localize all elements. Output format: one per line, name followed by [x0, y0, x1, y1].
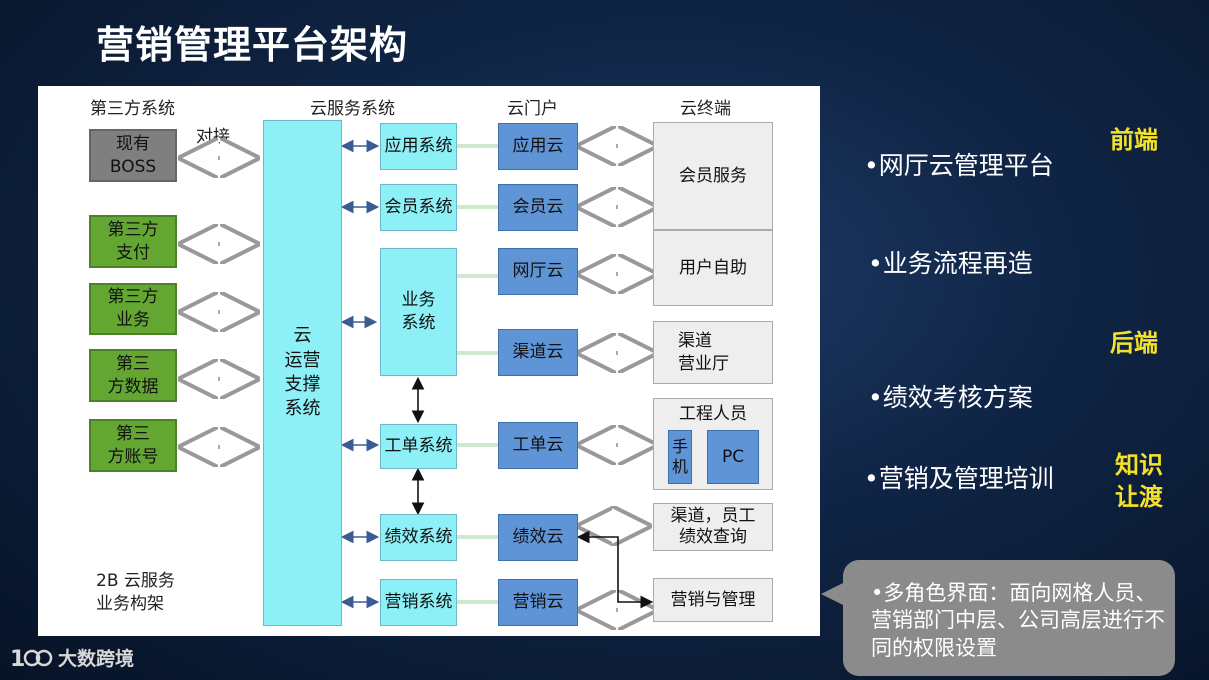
box-marketing-system: 营销系统: [380, 579, 457, 626]
callout-multi-role: •多角色界面：面向网格人员、营销部门中层、公司高层进行不同的权限设置: [843, 560, 1175, 676]
box-channel-staff-performance-query: 渠道，员工 绩效查询: [653, 503, 773, 551]
box-third-party-data: 第三 方数据: [89, 349, 177, 402]
box-third-party-account: 第三 方账号: [89, 419, 177, 472]
logo-text: 大数跨境: [58, 648, 135, 670]
logo-icon: 1: [10, 647, 53, 671]
box-member-system: 会员系统: [380, 184, 457, 231]
box-third-party-business: 第三方 业务: [89, 283, 177, 335]
box-application-system: 应用系统: [380, 123, 457, 170]
box-business-system: 业务 系统: [380, 248, 457, 376]
column-header-cloud-service: 云服务系统: [310, 99, 395, 119]
box-channel-cloud: 渠道云: [498, 329, 578, 376]
diagram-footnote: 2B 云服务 业务构架: [96, 571, 175, 614]
box-ticket-system: 工单系统: [380, 424, 457, 469]
callout-pointer: [821, 582, 845, 606]
box-performance-system: 绩效系统: [380, 514, 457, 561]
box-channel-business-hall: 渠道 营业厅: [653, 321, 773, 384]
box-mobile: 手 机: [668, 430, 692, 484]
page-title: 营销管理平台架构: [96, 23, 409, 67]
box-performance-cloud: 绩效云: [498, 514, 578, 561]
brand-logo: 1 大数跨境: [10, 644, 134, 671]
column-header-cloud-portal: 云门户: [507, 99, 558, 119]
bullet-online-hall-platform: •网厅云管理平台: [864, 151, 1054, 180]
box-ticket-cloud: 工单云: [498, 422, 578, 469]
bullet-business-process-reengineering: •业务流程再造: [868, 249, 1033, 278]
box-marketing-management: 营销与管理: [653, 578, 773, 622]
bullet-performance-assessment: •绩效考核方案: [868, 383, 1033, 412]
box-cloud-operation-support-system: 云 运营 支撑 系统: [263, 120, 342, 626]
box-online-hall-cloud: 网厅云: [498, 248, 578, 295]
box-user-self-service: 用户自助: [653, 230, 773, 306]
box-marketing-cloud: 营销云: [498, 579, 578, 626]
box-member-service: 会员服务: [653, 122, 773, 230]
column-header-cloud-terminal: 云终端: [680, 99, 731, 119]
architecture-diagram: 第三方系统 云服务系统 云门户 云终端 对接: [38, 86, 820, 636]
tag-knowledge-transfer: 知识 让渡: [1115, 451, 1163, 512]
svg-text:1: 1: [10, 647, 25, 671]
box-member-cloud: 会员云: [498, 184, 578, 231]
box-third-party-payment: 第三方 支付: [89, 215, 177, 268]
column-header-third-party: 第三方系统: [90, 99, 175, 119]
box-existing-boss: 现有 BOSS: [89, 129, 177, 182]
engineer-label: 工程人员: [679, 404, 747, 424]
bullet-marketing-management-training: •营销及管理培训: [864, 464, 1054, 493]
tag-front-end: 前端: [1110, 126, 1158, 154]
connector-lines: [38, 86, 820, 636]
tag-back-end: 后端: [1110, 329, 1158, 357]
box-pc: PC: [707, 430, 759, 484]
box-application-cloud: 应用云: [498, 123, 578, 170]
